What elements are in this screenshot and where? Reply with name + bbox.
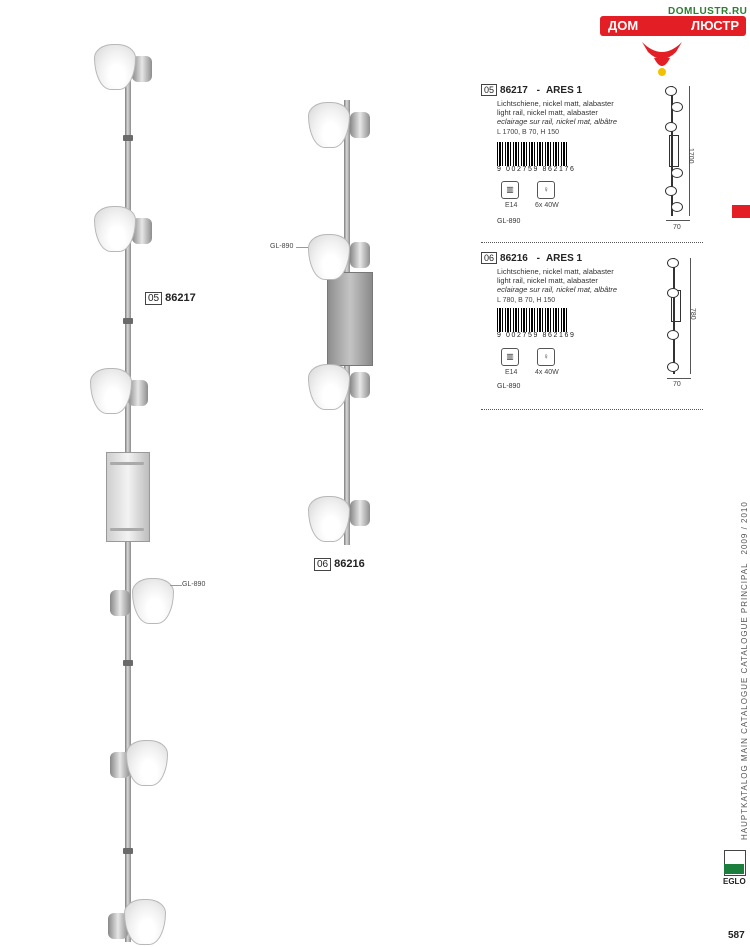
separator <box>481 242 703 243</box>
barcode-number: 9 002759 862176 <box>497 166 576 173</box>
tag-index: 05 <box>145 292 163 305</box>
eglo-wave-icon <box>724 864 744 874</box>
store-logo[interactable]: ДОМ ЛЮСТР <box>600 16 746 36</box>
logo-word-right: ЛЮСТР <box>690 18 739 33</box>
socket-label: E14 <box>505 369 518 376</box>
desc-de: Lichtschiene, nickel matt, alabaster <box>497 267 614 276</box>
socket-label: E14 <box>505 202 518 209</box>
dimensions: L 780, B 70, H 150 <box>497 297 556 304</box>
catalog-text: HAUPTKATALOG MAIN CATALOGUE CATALOGUE PR… <box>740 562 749 840</box>
leader-line <box>170 585 182 586</box>
bulb-socket-icon: ▥ <box>501 348 519 366</box>
separator <box>481 409 703 410</box>
barcode <box>497 142 569 168</box>
tag-index: 06 <box>314 558 332 571</box>
spec-index: 05 <box>481 84 498 96</box>
accessory-label-left: GL-890 <box>182 581 206 588</box>
bulb-icon: ♀ <box>537 348 555 366</box>
brand-name: EGLO <box>723 877 746 886</box>
dim-height: 780 <box>689 308 696 320</box>
spec-dash: - <box>536 253 540 264</box>
spec-index: 06 <box>481 252 498 264</box>
logo-word-left: ДОМ <box>608 18 639 33</box>
bulb-icon: ♀ <box>537 181 555 199</box>
site-url[interactable]: DOMLUSTR.RU <box>668 6 748 17</box>
chandelier-logo-icon <box>642 22 682 76</box>
accessory-ref: GL-890 <box>497 383 521 390</box>
catalog-side-text: HAUPTKATALOG MAIN CATALOGUE CATALOGUE PR… <box>740 501 749 840</box>
spec-code: 86217 <box>500 85 528 96</box>
power-label: 6x 40W <box>535 202 559 209</box>
spec-dash: - <box>536 85 540 96</box>
spec-name: ARES 1 <box>545 253 583 264</box>
dimensions: L 1700, B 70, H 150 <box>497 129 560 136</box>
desc-en: light rail, nickel matt, alabaster <box>497 276 598 285</box>
power-label: 4x 40W <box>535 369 559 376</box>
desc-en: light rail, nickel matt, alabaster <box>497 108 598 117</box>
desc-fr: eclairage sur rail, nickel mat, albâtre <box>497 285 618 294</box>
section-tab <box>732 205 750 218</box>
barcode <box>497 308 569 334</box>
dim-width: 70 <box>673 381 681 388</box>
desc-de: Lichtschiene, nickel matt, alabaster <box>497 99 614 108</box>
catalog-year: 2009 / 2010 <box>740 501 749 555</box>
page-number: 587 <box>728 930 745 941</box>
desc-fr: eclairage sur rail, nickel mat, albâtre <box>497 117 618 126</box>
spec-name: ARES 1 <box>545 85 583 96</box>
dim-height: 1700 <box>687 148 694 164</box>
bulb-socket-icon: ▥ <box>501 181 519 199</box>
barcode-number: 9 002759 862169 <box>497 332 576 339</box>
tag-code: 86216 <box>334 558 365 570</box>
accessory-ref: GL-890 <box>497 218 521 225</box>
spec-code: 86216 <box>500 253 528 264</box>
accessory-label-right: GL-890 <box>270 243 294 250</box>
tag-code: 86217 <box>165 292 196 304</box>
dim-width: 70 <box>673 224 681 231</box>
leader-line <box>296 247 308 248</box>
